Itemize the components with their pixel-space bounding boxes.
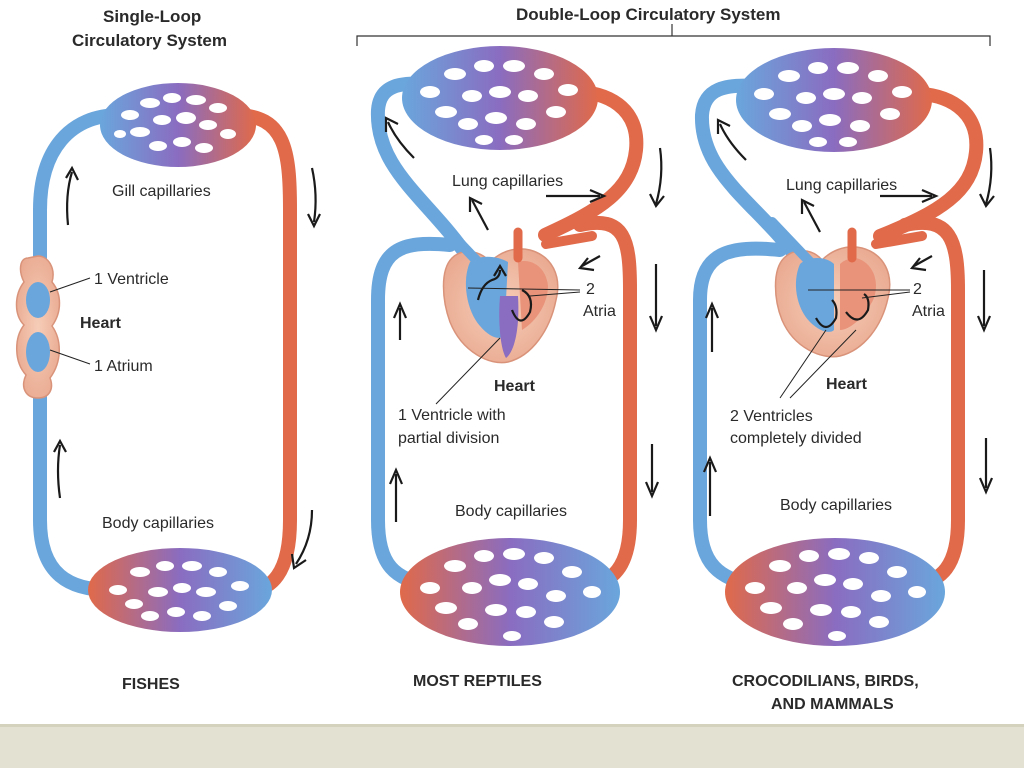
reptile-flow-arrows [384,116,665,522]
fish-atrium-label: 1 Atrium [94,358,153,375]
reptile-body-capillary-bed [400,538,620,646]
fish-system: Single-Loop Circulatory System Gill capi… [15,7,321,693]
gill-capillaries-label: Gill capillaries [112,183,211,200]
mammal-ventricle-label-line2: completely divided [730,430,862,447]
reptile-atria-number: 2 [586,281,595,298]
reptile-atria-leader-1 [467,287,581,291]
double-loop-bracket: Double-Loop Circulatory System [356,5,991,46]
mammal-lung-capillary-bed [736,48,932,152]
fish-heart-label: Heart [80,315,122,332]
mammal-body-capillaries-label: Body capillaries [780,497,892,514]
double-loop-title: Double-Loop Circulatory System [516,5,780,24]
fish-ventricle-label: 1 Ventricle [94,271,169,288]
footer-band-divider [0,724,1024,727]
fish-heart [15,255,61,399]
mammal-ventricle-leader-1 [779,329,827,399]
reptile-ventricle-label-line2: partial division [398,430,499,447]
mammal-heart-label: Heart [826,376,868,393]
fish-ventricle-leader [49,277,91,293]
mammal-body-vein [693,241,787,592]
reptile-ventricle-label-line1: 1 Ventricle with [398,407,506,424]
circulatory-systems-diagram: Single-Loop Circulatory System Gill capi… [15,5,995,713]
fish-vein [33,108,127,597]
fish-body-capillaries-label: Body capillaries [102,515,214,532]
fish-flow-arrows [53,165,321,570]
mammal-body-capillary-bed [725,538,945,646]
fishes-caption: FISHES [122,676,180,693]
fish-atrium-leader [49,349,91,365]
mammal-body-artery [898,215,965,592]
reptile-system: Lung capillaries 2 Atria Heart 1 Ventric… [370,46,665,690]
mammal-lung-capillaries-label: Lung capillaries [786,177,897,194]
gill-capillary-bed [100,83,256,167]
reptile-body-vein [371,236,457,592]
mammal-ventricle-label-line1: 2 Ventricles [730,408,813,425]
reptile-lung-artery [538,84,644,242]
reptile-heart-label: Heart [494,378,536,395]
reptile-heart [435,217,597,364]
footer-band [0,724,1024,768]
fish-body-capillary-bed [88,548,272,632]
mammal-atria-label: Atria [912,303,945,320]
mammal-atria-leader-2 [861,291,911,299]
single-loop-title-line2: Circulatory System [72,31,227,50]
reptile-body-artery [573,215,637,592]
mammal-lung-artery [873,86,984,243]
reptile-lung-capillary-bed [402,46,598,150]
mammal-system: Lung capillaries 2 Atria Heart 2 Ventric… [693,48,995,713]
reptiles-caption: MOST REPTILES [413,673,542,690]
reptile-ventricle-leader [435,337,501,405]
reptile-lung-capillaries-label: Lung capillaries [452,173,563,190]
mammal-flow-arrows [702,118,995,516]
mammal-heart [767,217,927,358]
reptile-atria-label: Atria [583,303,616,320]
mammals-caption-line1: CROCODILIANS, BIRDS, [732,673,919,690]
reptile-atria-leader-2 [529,291,581,297]
fish-artery [228,108,297,597]
single-loop-title-line1: Single-Loop [103,7,201,26]
mammal-ventricle-leader-2 [789,329,857,399]
mammals-caption-line2: AND MAMMALS [771,696,894,713]
reptile-body-capillaries-label: Body capillaries [455,503,567,520]
mammal-atria-number: 2 [913,281,922,298]
